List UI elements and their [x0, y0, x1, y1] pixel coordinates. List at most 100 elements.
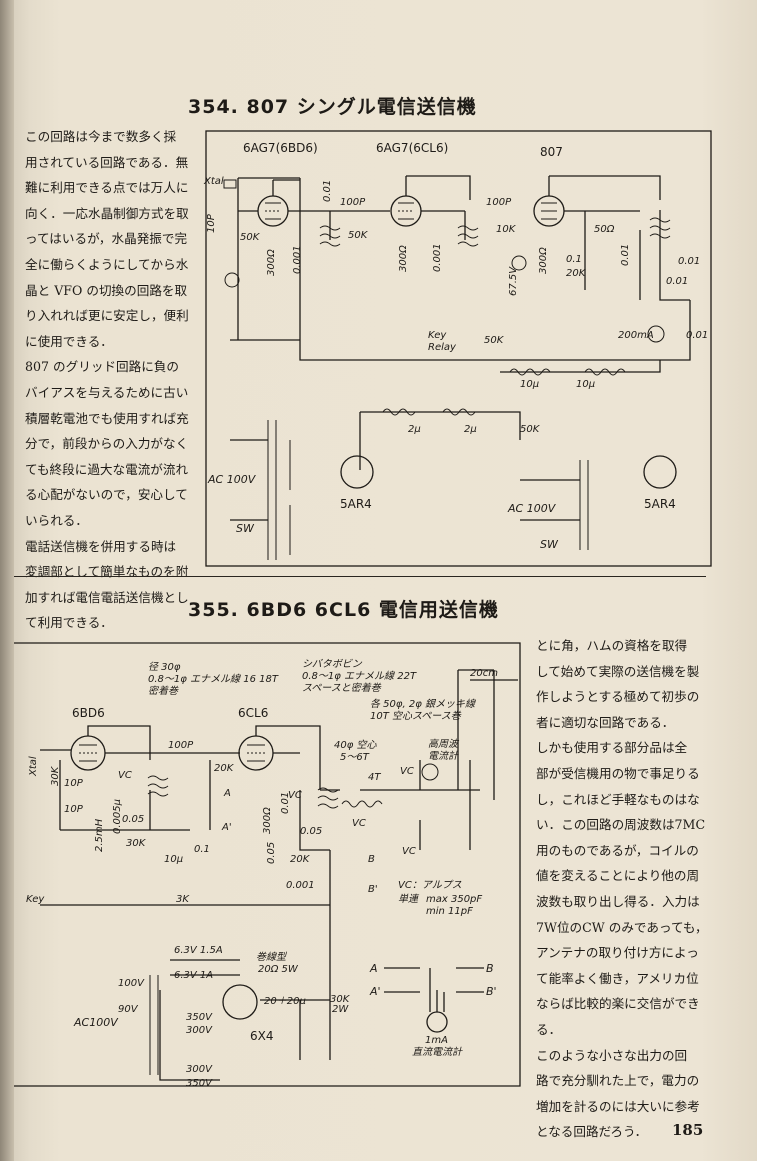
text-line: 全に働らくようにしてから水 — [25, 256, 189, 272]
note-close-wound: 密着巻 — [148, 685, 179, 697]
text-line: し，これほど手軽なものはな — [536, 791, 700, 807]
text-line: 作しようとする極めて初歩の — [536, 689, 700, 705]
label-300ohm-3: 300Ω — [538, 247, 549, 274]
section-355-title: 355. 6BD6 6CL6 電信用送信機 — [188, 599, 499, 621]
text-line: 晶と VFO の切換の回路を取 — [25, 282, 188, 298]
text-line: 路で充分馴れた上で，電力の — [536, 1073, 700, 1089]
meter-dc-ammeter: 直流電流計 — [412, 1046, 463, 1058]
text-line: とに角，ハムの資格を取得 — [536, 638, 688, 653]
page-number: 185 — [672, 1121, 704, 1139]
text-line: 部が受信機用の物で事足りる — [536, 765, 700, 781]
label-vc-1: VC — [118, 770, 132, 781]
section-354-title: 354. 807 シングル電信送信機 — [188, 96, 477, 118]
label-100p: 100P — [340, 197, 366, 208]
label-30k-b: 30K — [126, 838, 147, 849]
power-300v-a: 300V — [186, 1025, 213, 1036]
power-30k: 30K — [330, 994, 351, 1005]
meter-a: A — [369, 962, 378, 975]
label-300ohm-2: 300Ω — [398, 245, 409, 272]
label-xtal: Xtal — [203, 176, 224, 187]
tube-label-6ag7-6bd6: 6AG7(6BD6) — [243, 141, 318, 155]
label-relay: Relay — [428, 342, 457, 353]
text-line: に使用できる． — [25, 333, 113, 349]
vc-note-4: min 11pF — [426, 906, 473, 917]
label-b-355: B — [368, 854, 375, 865]
power-63v-1a: 6.3V 1A — [174, 970, 213, 981]
label-675v: 67.5V — [508, 266, 519, 296]
text-line: ても終段に過大な電流が流れ — [25, 461, 189, 477]
note-silver-wire: 各 50φ, 2φ 銀メッキ線 — [370, 698, 476, 710]
text-line: バイアスを与えるために古い — [25, 384, 189, 400]
note-40-air: 40φ 空心 — [334, 739, 378, 751]
label-20cm: 20cm — [470, 668, 498, 679]
label-100p-355: 100P — [168, 740, 194, 751]
label-01: 0.1 — [566, 254, 582, 265]
label-50k-2: 50K — [348, 230, 369, 241]
label-01-355: 0.1 — [194, 844, 210, 855]
text-line: 加すれば電信電話送信機とし — [25, 589, 189, 605]
text-line: 電話送信機を併用する時は — [25, 538, 177, 554]
label-key: Key — [428, 330, 447, 341]
label-0001-355: 0.001 — [286, 880, 315, 891]
label-100p-2: 100P — [486, 197, 512, 208]
section-354-text: この回路は今まで数多く採用されている回路である．無難に利用できる点では万人に向く… — [25, 124, 203, 636]
schematic-354-frame — [205, 130, 712, 567]
label-50ohm: 50Ω — [594, 224, 615, 235]
label-10u-355: 10μ — [164, 854, 183, 865]
text-line: い．この回路の周波数は7MC — [536, 817, 706, 833]
label-200ma: 200mA — [618, 330, 654, 341]
text-line: る心配がないので，安心して — [25, 487, 188, 503]
tube-label-807: 807 — [540, 145, 563, 159]
text-line: して始めて実際の送信機を製 — [536, 663, 700, 679]
text-line: 波数も取り出し得る．入力は — [536, 893, 700, 909]
label-50k: 50K — [240, 232, 261, 243]
label-0001-2: 0.001 — [432, 243, 443, 272]
label-005-1: 0.05 — [122, 814, 144, 825]
note-rf: 高周波 — [428, 738, 460, 750]
text-line: 用されている回路である．無 — [25, 154, 189, 170]
power-63v-15a: 6.3V 1.5A — [174, 945, 223, 956]
tube-label-6bd6: 6BD6 — [72, 706, 105, 720]
vc-note-2: 単連 — [398, 893, 420, 905]
label-a-prime-355: A' — [221, 822, 232, 833]
label-300ohm: 300Ω — [266, 249, 277, 276]
tube-label-6cl6: 6CL6 — [238, 706, 268, 720]
power-20ohm: 20Ω 5W — [258, 964, 299, 975]
text-line: 807 のグリッド回路に負の — [25, 359, 179, 375]
label-25mh: 2.5mH — [94, 818, 105, 852]
text-line: て利用できる． — [25, 615, 113, 631]
label-sw: SW — [236, 522, 255, 535]
meter-b: B — [486, 962, 494, 975]
tube-label-5ar4-1: 5AR4 — [340, 497, 372, 511]
label-001-a: 0.01 — [620, 244, 631, 266]
text-line: 分で，前段からの入力がなく — [25, 436, 189, 452]
label-ac100v: AC 100V — [207, 473, 257, 486]
text-line: 者に適切な回路である． — [536, 714, 675, 730]
meter-b-prime: B' — [486, 985, 497, 998]
label-50k-4: 50K — [520, 424, 541, 435]
text-line: この回路は今まで数多く採 — [25, 129, 177, 144]
note-shibata-bobbin: シバタボビン — [302, 658, 363, 670]
text-line: 値を変えることにより他の周 — [536, 868, 700, 884]
note-enamel-22t: 0.8～1φ エナメル線 22T — [302, 670, 417, 682]
label-005-355b: 0.05 — [266, 842, 277, 864]
label-a-355: A — [223, 788, 231, 799]
label-005-355c: 0.05 — [300, 826, 322, 837]
text-line: ならば比較的楽に交信ができ — [536, 996, 700, 1012]
text-line: 難に利用できる点では万人に — [25, 180, 189, 196]
label-4t: 4T — [368, 772, 381, 783]
vc-note-1: VC：アルプス — [398, 879, 462, 891]
power-wirewound: 巻線型 — [256, 951, 288, 963]
meter-1ma: 1mA — [425, 1035, 448, 1046]
note-space-close: スペースと密着巻 — [302, 682, 382, 694]
label-001-b: 0.01 — [678, 256, 700, 267]
label-50k-3: 50K — [484, 335, 505, 346]
note-diameter-30: 径 30φ — [148, 661, 181, 673]
label-20k: 20K — [566, 268, 587, 279]
section-divider — [14, 576, 706, 577]
power-100v: 100V — [118, 978, 145, 989]
label-vc-4: VC — [400, 766, 414, 777]
